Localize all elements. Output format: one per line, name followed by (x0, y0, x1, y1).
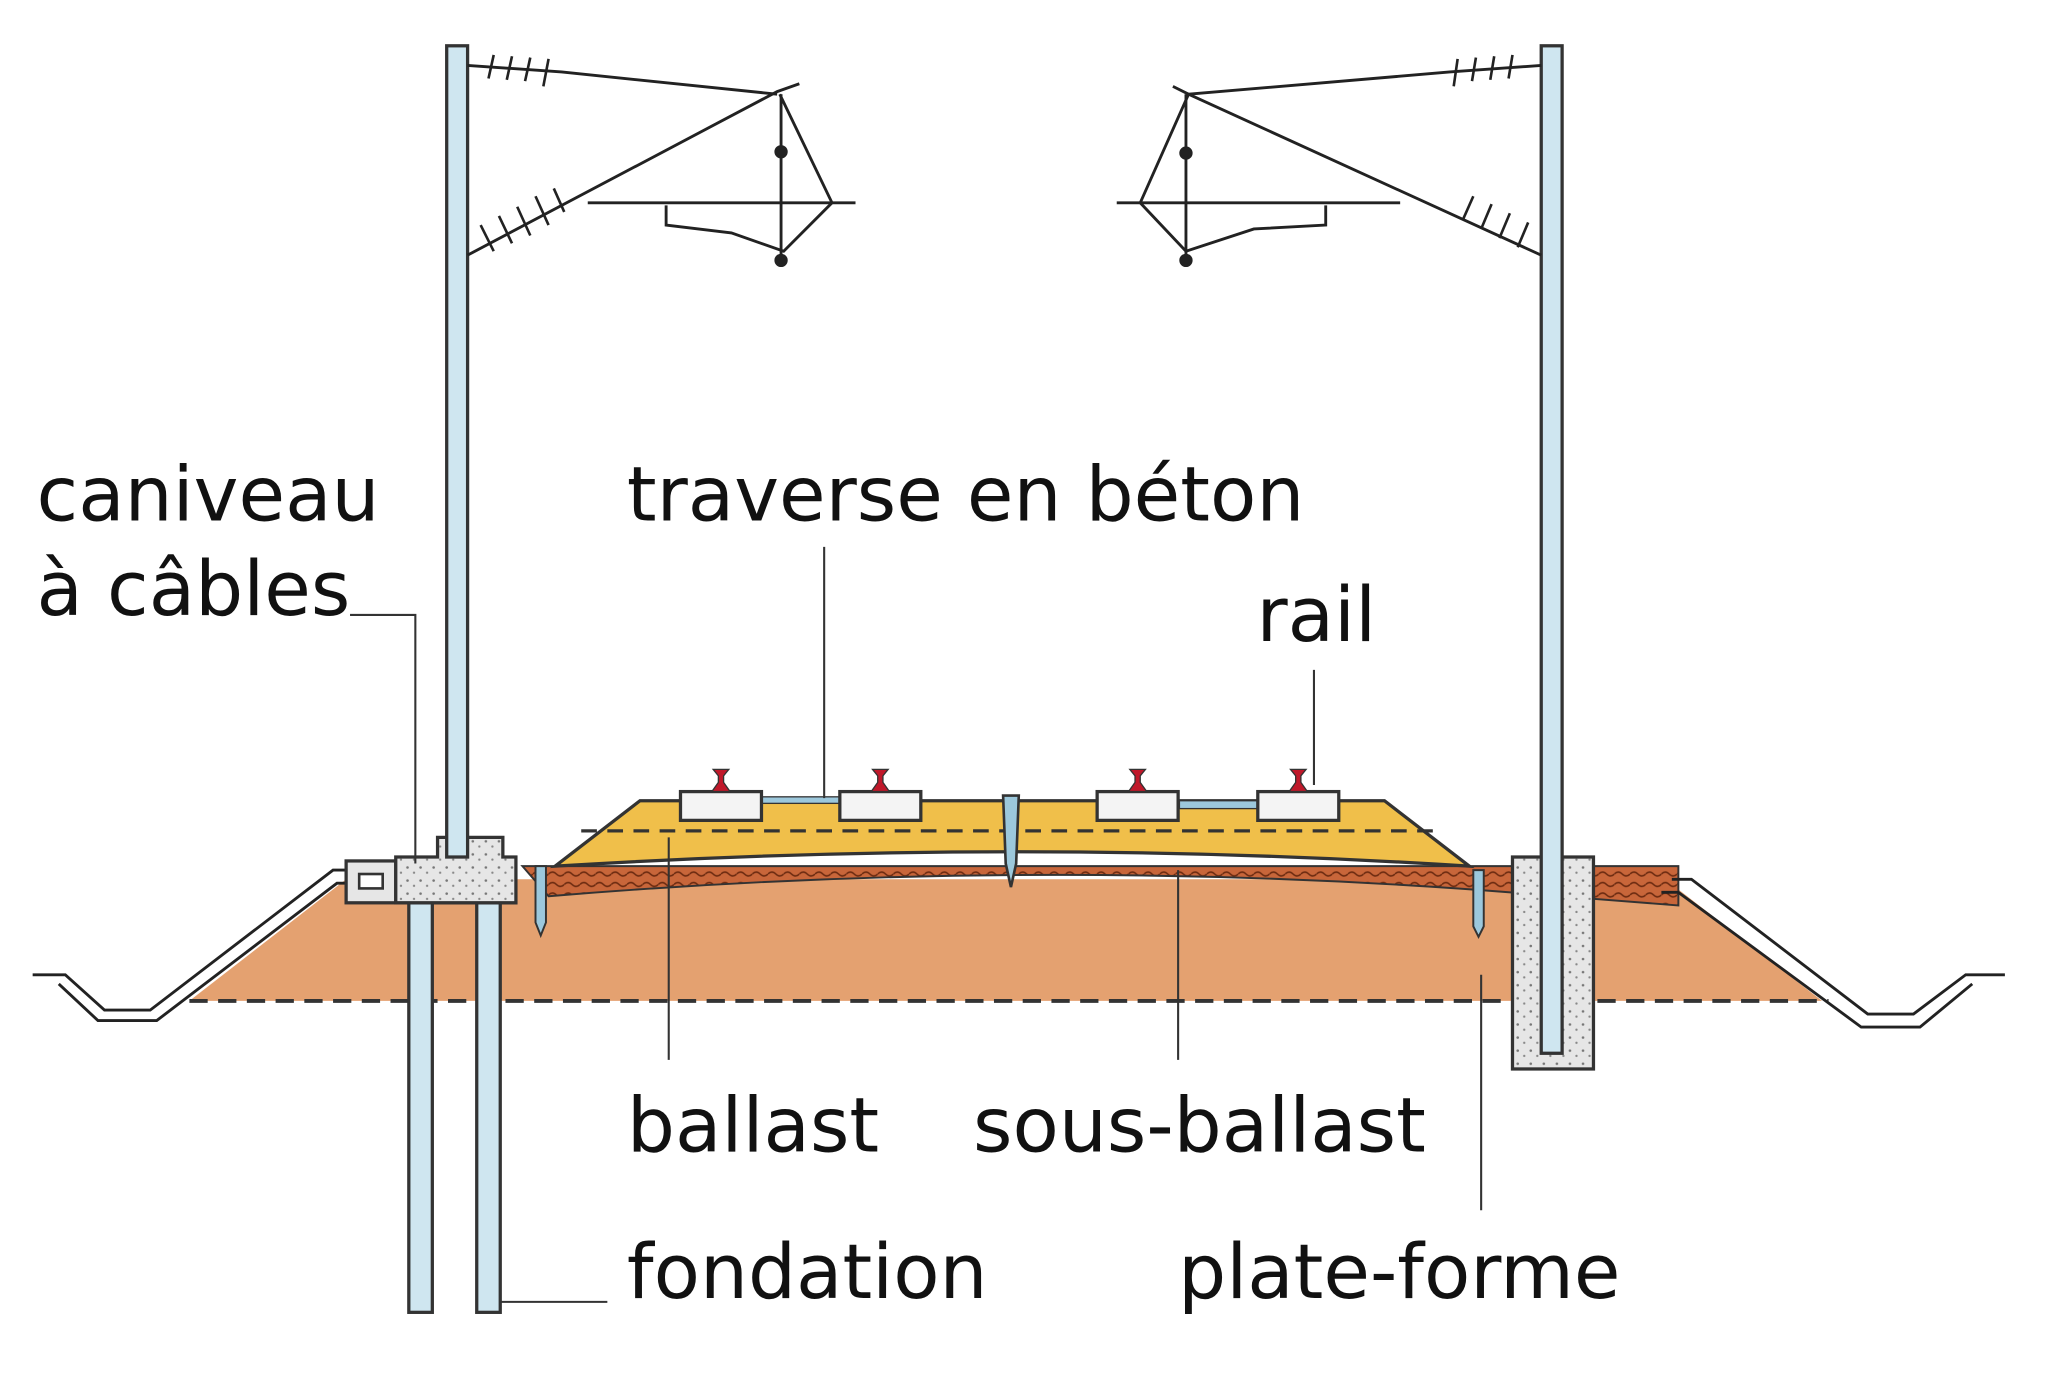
sleeper-connector (760, 796, 841, 805)
sleeper-block (678, 789, 764, 823)
rail-profile (869, 768, 891, 793)
label-foundation: fondation (627, 1228, 988, 1316)
label-cable-trough-line2: à câbles (37, 545, 351, 633)
left-catenary-mast (445, 44, 470, 859)
rail-profile (1127, 768, 1149, 793)
sleeper-connector (1178, 800, 1259, 810)
sleeper-block (1095, 789, 1180, 823)
rail-profile (1287, 768, 1309, 793)
right-cantilever (1116, 54, 1542, 268)
label-cable-trough-line1: caniveau (37, 451, 380, 539)
rail-profile (710, 768, 732, 793)
leader-lines (350, 546, 1483, 1303)
cable-trough (344, 859, 398, 905)
right-ditch (1661, 877, 2005, 1029)
label-formation: plate-forme (1178, 1228, 1620, 1316)
label-rail: rail (1256, 571, 1376, 659)
sleeper-block (838, 789, 923, 823)
left-cantilever (466, 54, 856, 268)
sub-ballast-layer (520, 865, 1680, 907)
track (678, 768, 1341, 888)
label-ballast: ballast (627, 1081, 879, 1169)
left-pole-footing (394, 835, 518, 905)
sleeper-block (1256, 789, 1341, 823)
right-stake (1472, 869, 1485, 940)
leader-cable-trough (350, 613, 417, 864)
left-stake (534, 865, 547, 939)
left-ditch (32, 868, 347, 1022)
center-drain-pin (1001, 794, 1021, 888)
label-sub-ballast: sous-ballast (973, 1081, 1426, 1169)
label-sleeper: traverse en béton (627, 451, 1304, 539)
right-catenary-mast (1539, 44, 1564, 1055)
